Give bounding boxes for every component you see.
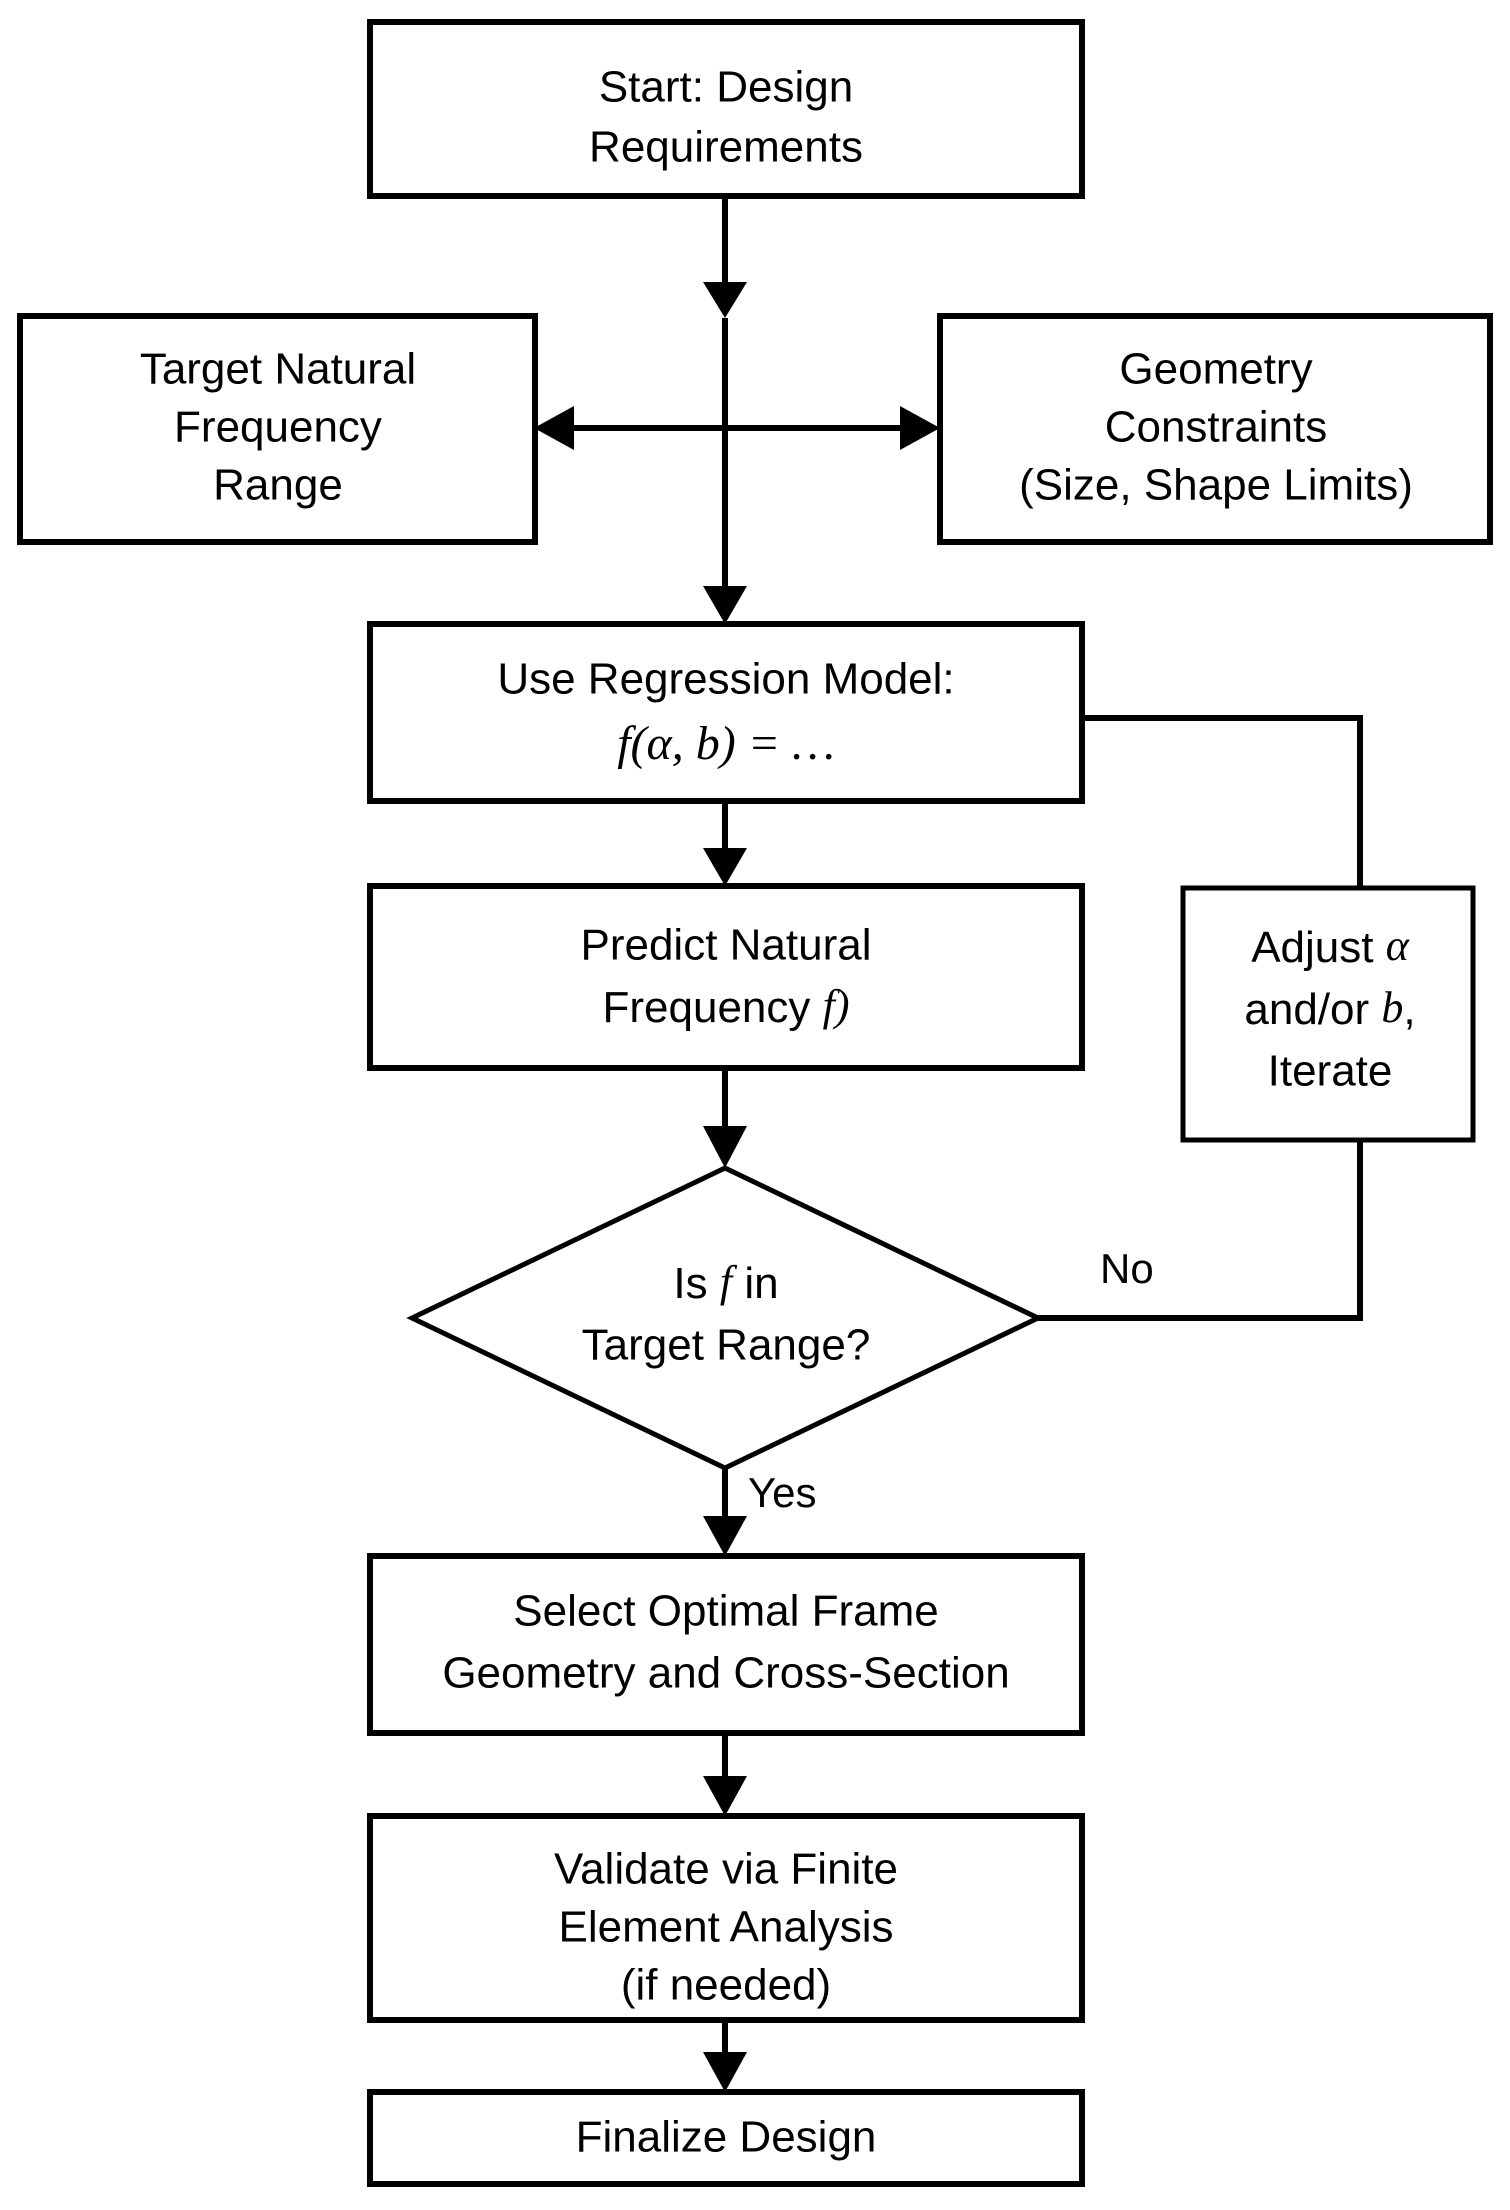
node-decision-line1: Is f in [673, 1257, 778, 1308]
formula-rest: ) = … [717, 717, 835, 770]
node-adjust-line1: Adjust α [1251, 921, 1410, 972]
node-start[interactable]: Start: Design Requirements [367, 19, 1085, 199]
node-adjust-line2: and/or b, [1244, 983, 1415, 1034]
arrowhead-right-geometry [900, 406, 940, 450]
node-finalize-box[interactable] [367, 2089, 1085, 2187]
arrowhead-down-select [703, 1516, 747, 1556]
node-validate-fea-box[interactable] [367, 1813, 1085, 2023]
arrowhead-down-finalize [703, 2052, 747, 2092]
node-target-frequency[interactable]: Target Natural Frequency Range [17, 313, 538, 545]
arrowhead-down-predict [703, 848, 747, 886]
formula-comma: , [672, 717, 696, 770]
edge-segment-regression-to-adjust [1082, 715, 1363, 888]
node-decision-in-range[interactable]: Is f in Target Range? [406, 1165, 1044, 1471]
node-target-line2: Frequency [174, 403, 382, 452]
arrowhead-down-regression [703, 586, 747, 624]
arrowhead-down-validate [703, 1776, 747, 1816]
node-geometry-line3: (Size, Shape Limits) [1019, 461, 1413, 510]
node-start-line2: Requirements [589, 123, 863, 172]
node-regression-model[interactable]: Use Regression Model: f(α, b) = … [367, 621, 1085, 804]
edge-decision-yes-to-select [703, 1468, 747, 1556]
arrowhead-left-target [534, 406, 574, 450]
node-regression-model-box[interactable] [367, 621, 1085, 804]
node-validate-line1: Validate via Finite [554, 1845, 898, 1894]
predict-text-b: ) [832, 981, 850, 1030]
edge-select-to-validate [703, 1733, 747, 1816]
edge-segment-no-path [1038, 1140, 1363, 1321]
arrowhead-down-decision [703, 1126, 747, 1168]
edge-target-geometry-bidirectional [534, 406, 940, 450]
formula-b: b [696, 717, 720, 770]
edge-regression-to-predict [703, 801, 747, 886]
node-geometry-constraints[interactable]: Geometry Constraints (Size, Shape Limits… [937, 313, 1493, 545]
edge-regression-to-adjust [1082, 715, 1363, 888]
node-start-line1: Start: Design [599, 63, 853, 112]
node-adjust-iterate[interactable]: Adjust α and/or b, Iterate [1180, 885, 1476, 1143]
node-geometry-line2: Constraints [1105, 403, 1328, 452]
edge-predict-to-decision [703, 1068, 747, 1168]
node-target-line3: Range [213, 461, 343, 510]
node-target-frequency-box[interactable] [17, 313, 538, 545]
node-validate-line2: Element Analysis [558, 1903, 893, 1952]
node-start-box[interactable] [367, 19, 1085, 199]
node-geometry-line1: Geometry [1119, 345, 1312, 394]
node-adjust-iterate-box[interactable] [1180, 885, 1476, 1143]
adjust-symbol-b: b [1381, 983, 1403, 1032]
node-finalize-line1: Finalize Design [576, 2113, 877, 2162]
node-validate-line3: (if needed) [621, 1961, 831, 2010]
node-predict-line2: Frequency f) [603, 981, 850, 1032]
formula-paren-open: ( [631, 717, 650, 770]
node-select-geometry[interactable]: Select Optimal Frame Geometry and Cross-… [367, 1553, 1085, 1736]
node-regression-formula: f(α, b) = … [617, 717, 835, 770]
node-finalize[interactable]: Finalize Design [367, 2089, 1085, 2187]
edge-label-yes: Yes [748, 1469, 817, 1516]
adjust-text-comma: , [1403, 985, 1415, 1034]
node-decision-diamond[interactable] [406, 1165, 1044, 1471]
node-select-line1: Select Optimal Frame [513, 1587, 938, 1636]
node-predict-line1: Predict Natural [580, 921, 871, 970]
node-decision-line2: Target Range? [582, 1321, 871, 1370]
node-regression-line1: Use Regression Model: [497, 655, 954, 704]
arrowhead-down-row2 [703, 282, 747, 318]
node-predict-frequency-box[interactable] [367, 883, 1085, 1071]
node-predict-frequency[interactable]: Predict Natural Frequency f) [367, 883, 1085, 1071]
node-validate-fea[interactable]: Validate via Finite Element Analysis (if… [367, 1813, 1085, 2023]
decision-text-is: Is [673, 1259, 719, 1308]
decision-text-in: in [732, 1259, 778, 1308]
edge-validate-to-finalize [703, 2020, 747, 2092]
formula-alpha: α [647, 717, 673, 770]
edge-label-no: No [1100, 1245, 1154, 1292]
adjust-text-a: Adjust [1251, 923, 1386, 972]
adjust-symbol-alpha: α [1386, 921, 1410, 970]
node-select-line2: Geometry and Cross-Section [442, 1649, 1009, 1698]
edge-start-to-regression [703, 196, 747, 624]
adjust-text-andor: and/or [1244, 985, 1381, 1034]
predict-text-a: Frequency [603, 983, 823, 1032]
node-target-line1: Target Natural [140, 345, 416, 394]
node-select-geometry-box[interactable] [367, 1553, 1085, 1736]
node-geometry-constraints-box[interactable] [937, 313, 1493, 545]
node-adjust-line3: Iterate [1268, 1047, 1393, 1096]
